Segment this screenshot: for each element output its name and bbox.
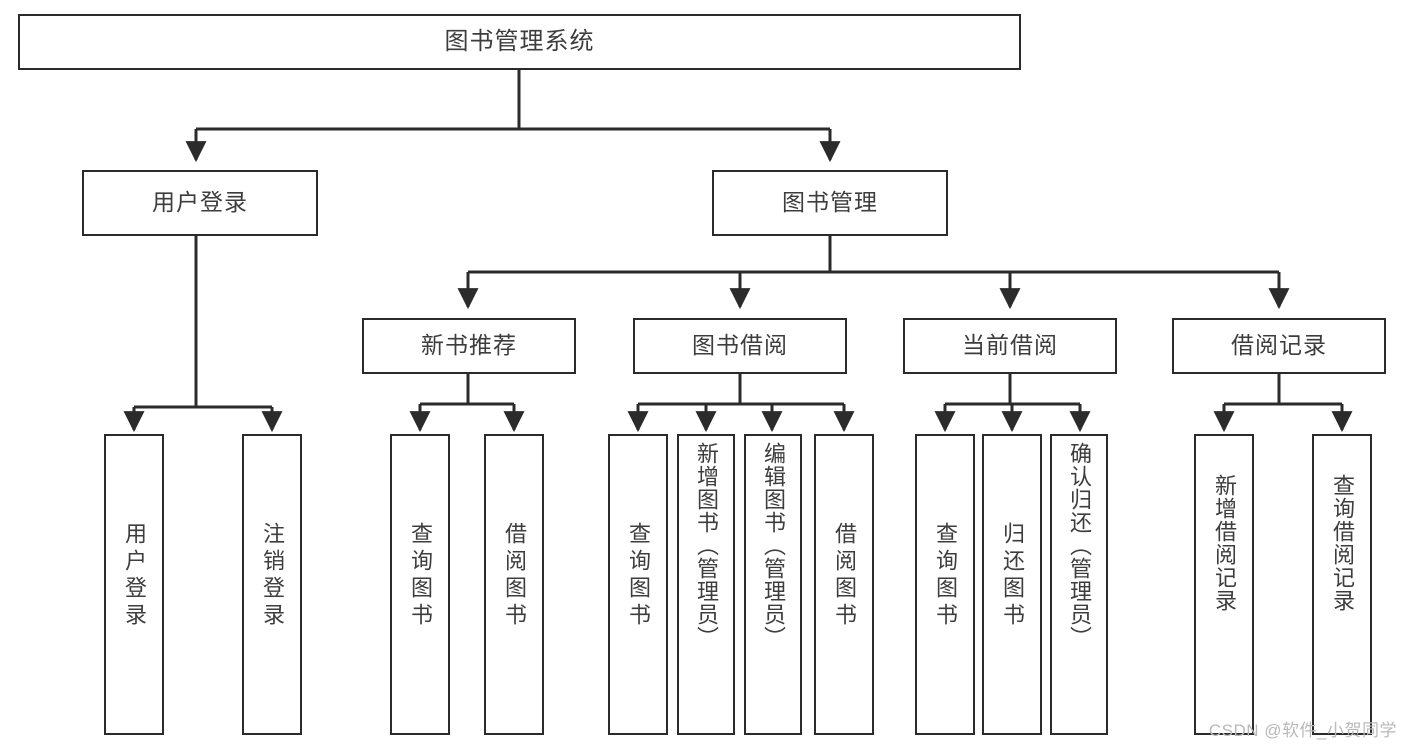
node-label: 查询借阅记录 xyxy=(1330,474,1355,612)
node-book-borrow[interactable]: 图书借阅 xyxy=(633,318,847,374)
leaf-add-book-admin[interactable]: 新增图书（管理员） xyxy=(677,434,735,735)
leaf-borrow-book-recommend[interactable]: 借阅图书 xyxy=(484,434,544,735)
watermark: CSDN @软件_小贺同学 xyxy=(1208,721,1397,740)
leaf-query-book-borrow[interactable]: 查询图书 xyxy=(608,434,668,735)
leaf-borrow-book[interactable]: 借阅图书 xyxy=(814,434,874,735)
node-borrow-record[interactable]: 借阅记录 xyxy=(1172,318,1386,374)
node-label: 确认归还（管理员） xyxy=(1067,442,1092,649)
leaf-return-book[interactable]: 归还图书 xyxy=(982,434,1042,735)
leaf-add-borrow-record[interactable]: 新增借阅记录 xyxy=(1194,434,1254,735)
node-label: 新书推荐 xyxy=(421,332,517,359)
node-label: 新增图书（管理员） xyxy=(694,442,719,649)
node-label: 用户登录 xyxy=(122,522,147,630)
leaf-query-borrow-record[interactable]: 查询借阅记录 xyxy=(1312,434,1372,735)
leaf-user-login[interactable]: 用户登录 xyxy=(104,434,164,735)
node-label: 归还图书 xyxy=(1000,522,1025,630)
node-label: 编辑图书（管理员） xyxy=(761,442,786,649)
leaf-edit-book-admin[interactable]: 编辑图书（管理员） xyxy=(744,434,802,735)
node-label: 查询图书 xyxy=(408,522,433,630)
leaf-confirm-return-admin[interactable]: 确认归还（管理员） xyxy=(1050,434,1108,735)
node-label: 查询图书 xyxy=(626,522,651,630)
node-label: 图书管理系统 xyxy=(444,27,595,55)
node-label: 注销登录 xyxy=(260,522,285,630)
node-user-login[interactable]: 用户登录 xyxy=(82,170,318,236)
node-book-management[interactable]: 图书管理 xyxy=(712,170,948,236)
node-new-book-recommend[interactable]: 新书推荐 xyxy=(362,318,576,374)
node-label: 用户登录 xyxy=(152,189,248,216)
leaf-query-book-recommend[interactable]: 查询图书 xyxy=(390,434,450,735)
node-root-system[interactable]: 图书管理系统 xyxy=(18,14,1021,70)
node-label: 当前借阅 xyxy=(962,332,1058,359)
leaf-query-book-current[interactable]: 查询图书 xyxy=(915,434,975,735)
leaf-logout[interactable]: 注销登录 xyxy=(242,434,302,735)
node-label: 图书管理 xyxy=(782,189,878,216)
node-label: 借阅图书 xyxy=(502,522,527,630)
node-current-borrow[interactable]: 当前借阅 xyxy=(903,318,1117,374)
node-label: 借阅记录 xyxy=(1231,332,1327,359)
node-label: 图书借阅 xyxy=(692,332,788,359)
node-label: 查询图书 xyxy=(933,522,958,630)
node-label: 借阅图书 xyxy=(832,522,857,630)
node-label: 新增借阅记录 xyxy=(1212,474,1237,612)
